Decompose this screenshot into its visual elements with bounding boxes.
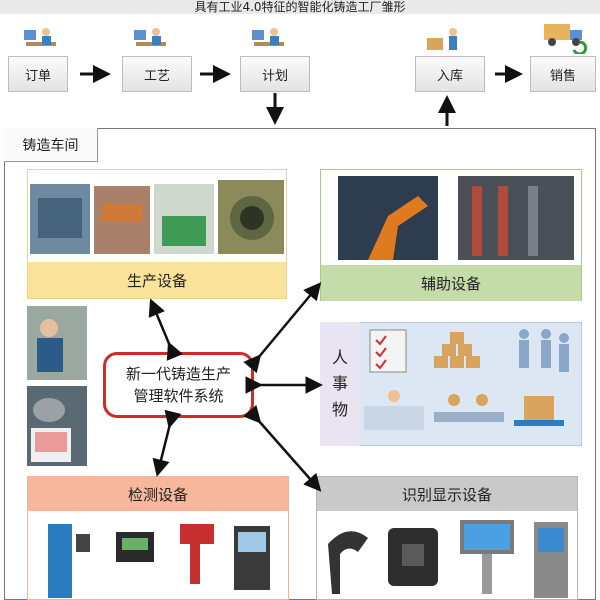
center-system-line1: 新一代铸造生产 [125, 365, 231, 383]
production-machines-image [30, 180, 284, 254]
delivery-truck-icon [544, 24, 588, 54]
planner-at-desk-icon [252, 28, 284, 46]
people-boxes-illustration [364, 329, 569, 430]
warehouse-worker-icon [427, 28, 457, 50]
page-title: 具有工业4.0特征的智能化铸造工厂雏形 [0, 0, 600, 14]
production-equipment-label: 生产设备 [28, 262, 286, 298]
workshop-label: 铸造车间 [4, 128, 98, 162]
office-worker-icon [24, 28, 56, 46]
scanner-kiosk-image [328, 520, 568, 598]
sales-step: 销售 [530, 56, 596, 92]
operator-photos [27, 306, 87, 466]
plan-step: 计划 [240, 56, 310, 92]
inspection-devices-image [48, 524, 270, 598]
order-step: 订单 [8, 56, 68, 92]
identification-display-label: 识别显示设备 [317, 477, 577, 511]
people-things-label: 人 事 物 [320, 322, 360, 446]
workflow-arrows [80, 65, 523, 126]
auxiliary-robots-image [338, 176, 574, 260]
process-step: 工艺 [122, 56, 192, 92]
center-system-line2: 管理软件系统 [133, 387, 224, 405]
engineer-at-desk-icon [134, 28, 166, 46]
inbound-step: 入库 [415, 56, 485, 92]
auxiliary-equipment-label: 辅助设备 [321, 265, 581, 301]
